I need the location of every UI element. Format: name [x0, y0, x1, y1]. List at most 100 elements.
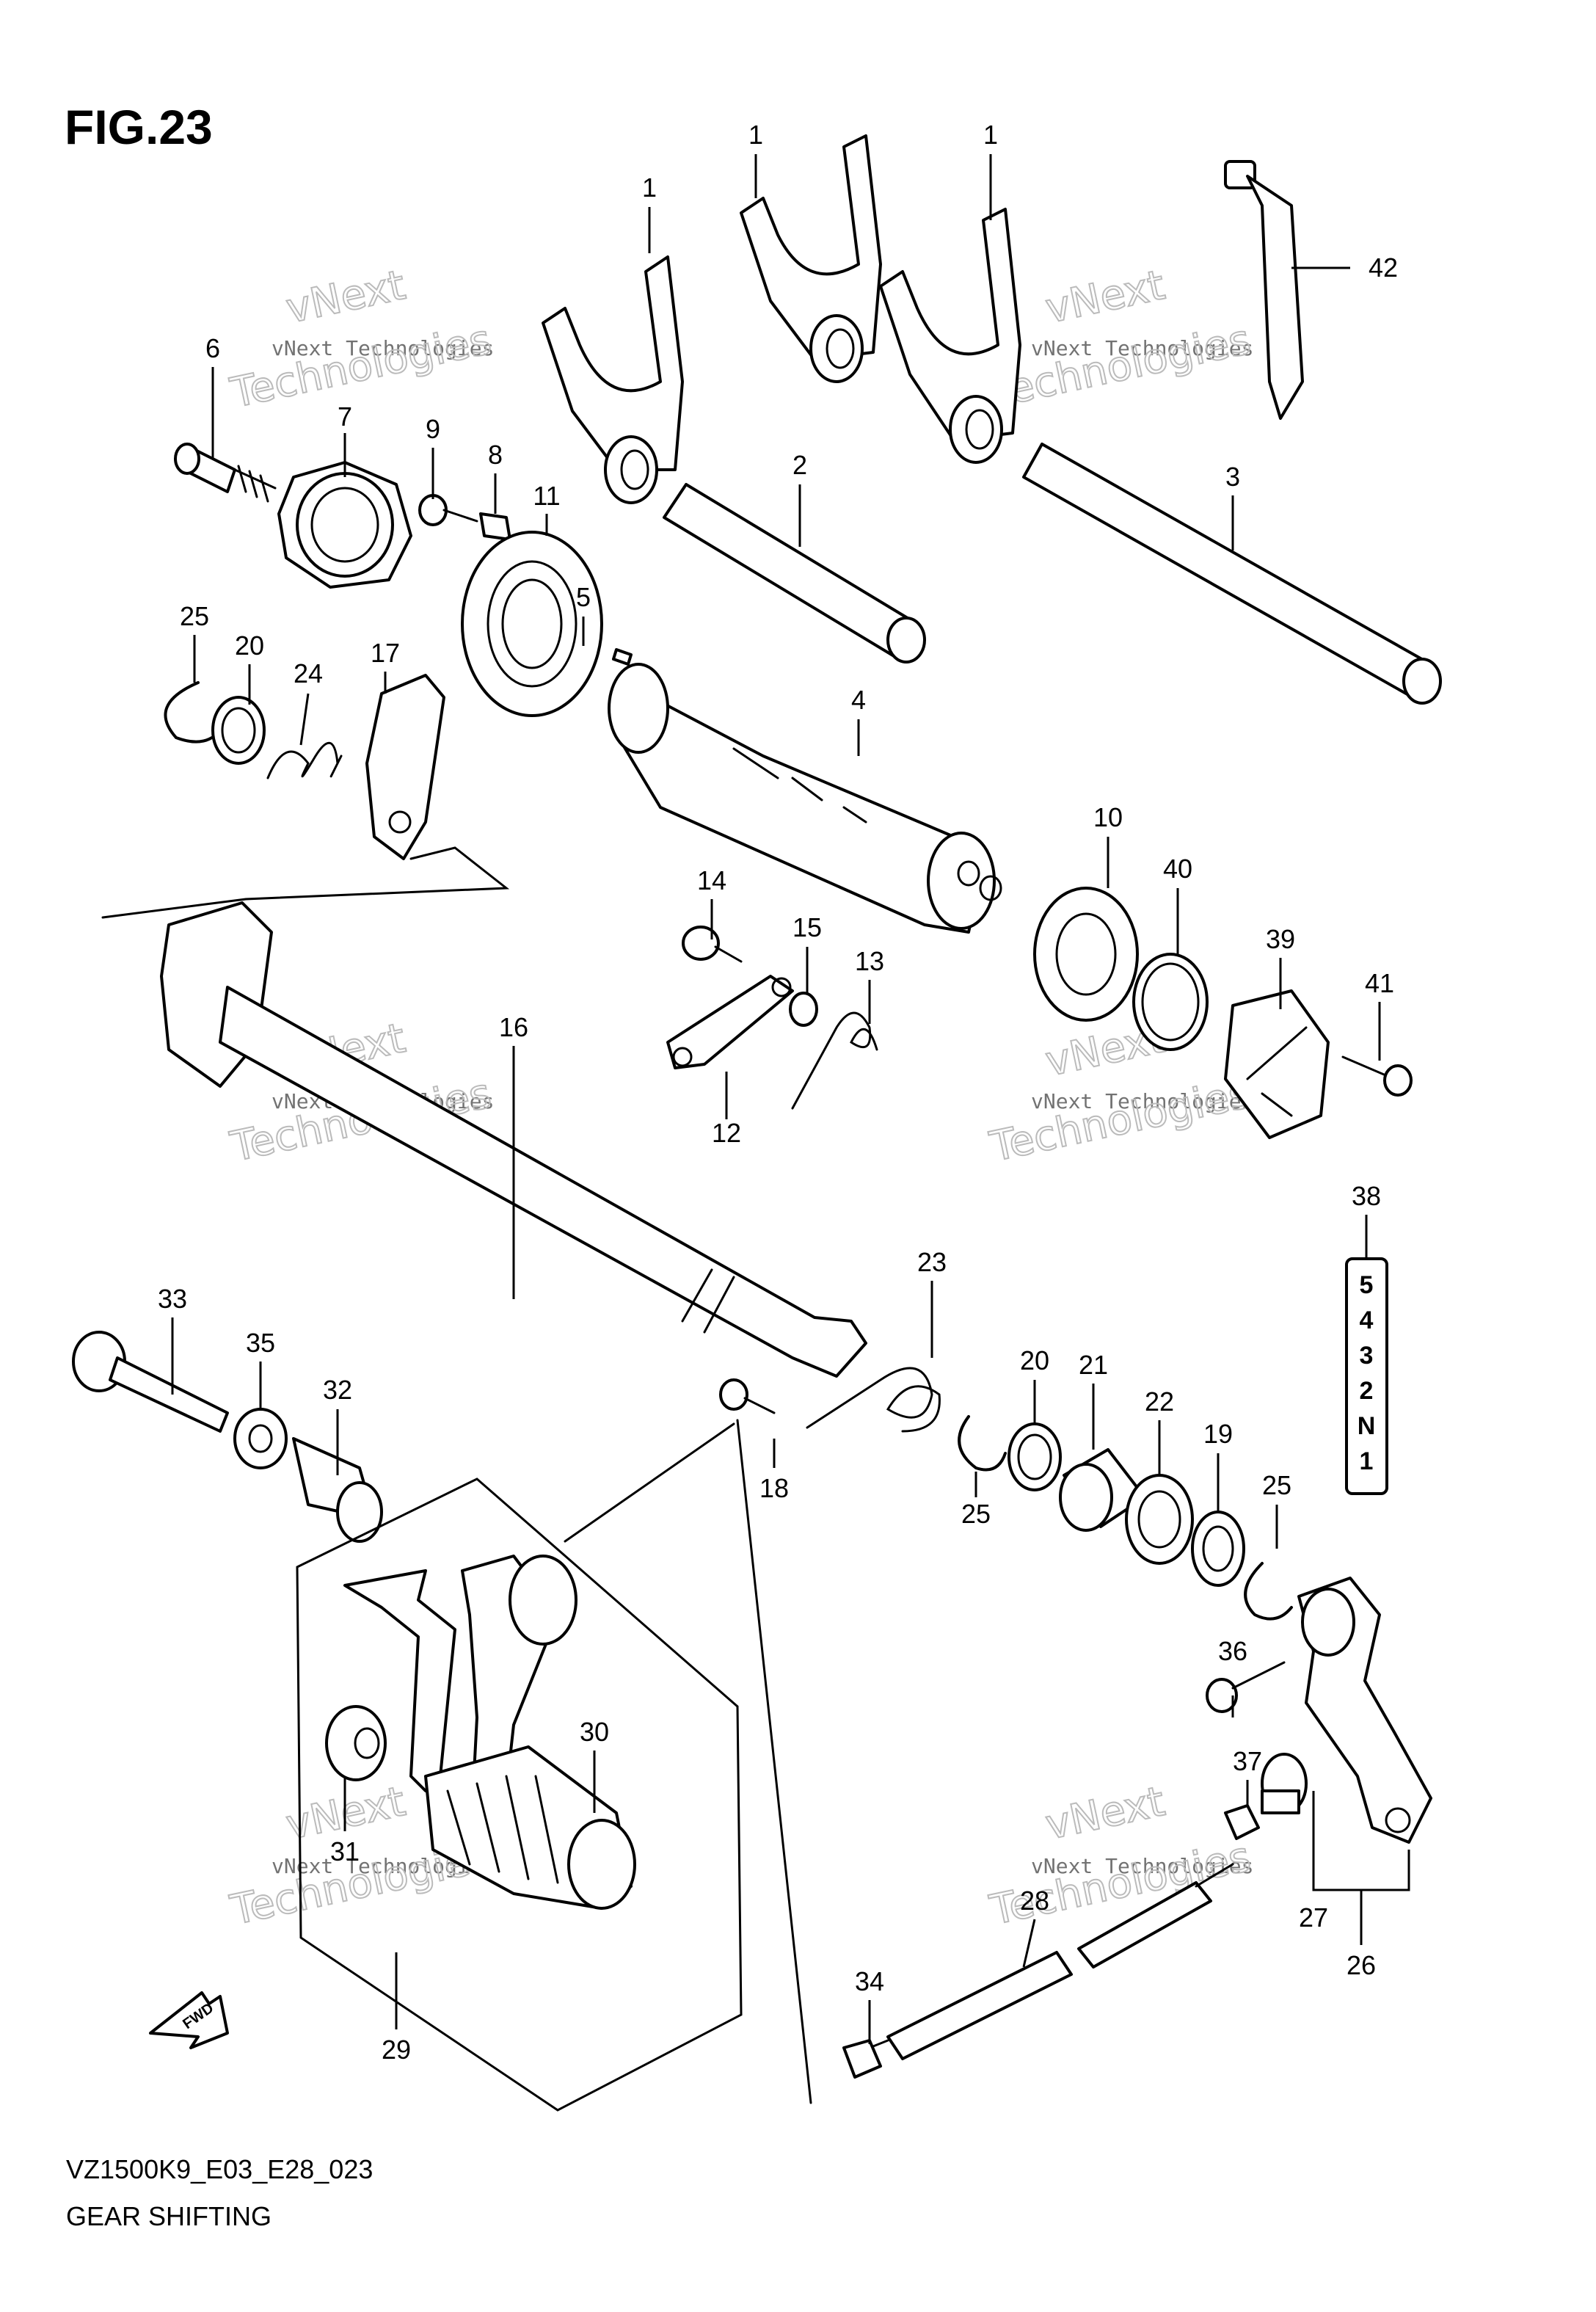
gear-4: 4	[1360, 1306, 1374, 1334]
svg-text:vNext: vNext	[282, 261, 409, 333]
model-code: VZ1500K9_E03_E28_023	[66, 2154, 373, 2184]
ball-joint-27	[1261, 1753, 1308, 1814]
o-ring-40	[1132, 953, 1209, 1051]
callout-24: 24	[294, 658, 323, 688]
svg-text:vNext: vNext	[1041, 261, 1169, 333]
callout-17: 17	[371, 638, 400, 668]
svg-text:Technologies: Technologies	[985, 1833, 1254, 1935]
callout-18: 18	[759, 1473, 789, 1503]
arm-12	[666, 975, 794, 1069]
leader-lines	[171, 154, 1410, 2044]
gear-5: 5	[1360, 1271, 1374, 1299]
pin-5	[612, 648, 633, 666]
callout-41: 41	[1365, 968, 1394, 998]
callout-25-mid: 25	[961, 1499, 991, 1529]
pivot-31	[325, 1705, 387, 1781]
callout-23: 23	[917, 1247, 947, 1277]
cam-stopper-plate-7	[277, 461, 412, 589]
svg-text:Technologies: Technologies	[226, 316, 495, 418]
callout-9: 9	[426, 414, 440, 444]
callout-1-left: 1	[642, 172, 657, 203]
return-spring-23	[806, 1367, 941, 1433]
callout-36: 36	[1218, 1636, 1247, 1666]
gear-n: N	[1358, 1412, 1376, 1440]
callout-14: 14	[697, 865, 726, 895]
shift-fork-center	[740, 134, 882, 383]
bolt-33	[72, 1331, 229, 1433]
washer-8	[479, 512, 511, 541]
callout-13: 13	[855, 946, 884, 976]
footpeg-rubber-30	[424, 1745, 636, 1910]
shift-arm-26	[1297, 1577, 1432, 1844]
gear-3: 3	[1360, 1342, 1374, 1370]
callout-33: 33	[158, 1284, 187, 1314]
callout-42: 42	[1369, 252, 1398, 283]
gear-1: 1	[1360, 1447, 1374, 1475]
svg-text:Technologies: Technologies	[985, 316, 1254, 418]
screw-9	[418, 494, 478, 526]
callout-5: 5	[576, 582, 591, 612]
callout-19: 19	[1203, 1419, 1233, 1449]
callout-39: 39	[1266, 924, 1295, 954]
callout-28: 28	[1020, 1886, 1049, 1916]
shift-fork-right	[879, 208, 1021, 464]
callout-25-top: 25	[180, 601, 209, 631]
washer-35	[233, 1408, 288, 1469]
collar-32	[292, 1437, 383, 1543]
gear-position-sensor-42	[1224, 160, 1304, 420]
callout-21: 21	[1079, 1350, 1108, 1380]
svg-text:vNext Technologies: vNext Technologies	[1031, 1089, 1253, 1113]
bolt-18	[719, 1378, 776, 1414]
figure-title: FIG.23	[65, 100, 213, 154]
pin-6	[174, 443, 277, 503]
callout-29: 29	[382, 2035, 411, 2065]
callout-7: 7	[338, 401, 352, 432]
nut-34	[842, 2039, 882, 2079]
oil-seal-22	[1125, 1474, 1194, 1565]
callout-20-bottom: 20	[1020, 1345, 1049, 1375]
callout-27: 27	[1299, 1902, 1328, 1933]
stopper-arm-17	[101, 674, 510, 919]
gear-indicator-38: 5 4 3 2 N 1	[1345, 1257, 1388, 1495]
callout-35: 35	[246, 1328, 275, 1358]
spring-24	[266, 741, 343, 779]
callout-38: 38	[1352, 1181, 1381, 1211]
callout-8: 8	[488, 440, 503, 470]
watermark-top-right: vNext Technologies vNext Technologies	[985, 261, 1255, 418]
washer-19	[1191, 1511, 1245, 1587]
callouts: 1 1 1 2 3 4 5 6 7 9 8 10 11 12 13 14 15 …	[158, 120, 1398, 2065]
bearing-10	[1033, 887, 1139, 1022]
shift-cam-4	[608, 663, 1002, 934]
callout-20-top: 20	[235, 630, 264, 661]
gear-position-switch-39	[1224, 989, 1330, 1139]
callout-31: 31	[330, 1836, 360, 1866]
callout-16: 16	[499, 1012, 528, 1042]
callout-6: 6	[205, 333, 220, 363]
callout-26: 26	[1347, 1950, 1376, 1980]
bearing-11	[461, 531, 603, 717]
svg-text:vNext: vNext	[1041, 1778, 1169, 1850]
shift-fork-left	[542, 255, 684, 504]
callout-3: 3	[1225, 462, 1240, 492]
svg-text:vNext Technologies: vNext Technologies	[272, 336, 494, 360]
gear-2: 2	[1360, 1377, 1374, 1405]
callout-2: 2	[792, 450, 807, 480]
spring-13	[791, 1011, 878, 1110]
callout-1-right: 1	[983, 120, 998, 150]
bolt-41	[1341, 1055, 1413, 1097]
washer-20-top	[211, 696, 266, 765]
svg-text:vNext Technologies: vNext Technologies	[1031, 336, 1253, 360]
washer-15	[789, 992, 818, 1027]
callout-34: 34	[855, 1966, 884, 1996]
lever-assembly-outline	[296, 1477, 743, 2112]
svg-text:Technologies: Technologies	[985, 1069, 1254, 1171]
callout-25-bottom: 25	[1262, 1470, 1291, 1500]
callout-40: 40	[1163, 854, 1192, 884]
callout-11: 11	[533, 481, 560, 511]
callout-22: 22	[1145, 1386, 1174, 1417]
watermark-mid-right: vNext Technologies vNext Technologies	[985, 1014, 1255, 1172]
fork-shaft-2	[663, 483, 926, 664]
nut-37	[1224, 1804, 1260, 1840]
callout-1-center: 1	[748, 120, 763, 150]
